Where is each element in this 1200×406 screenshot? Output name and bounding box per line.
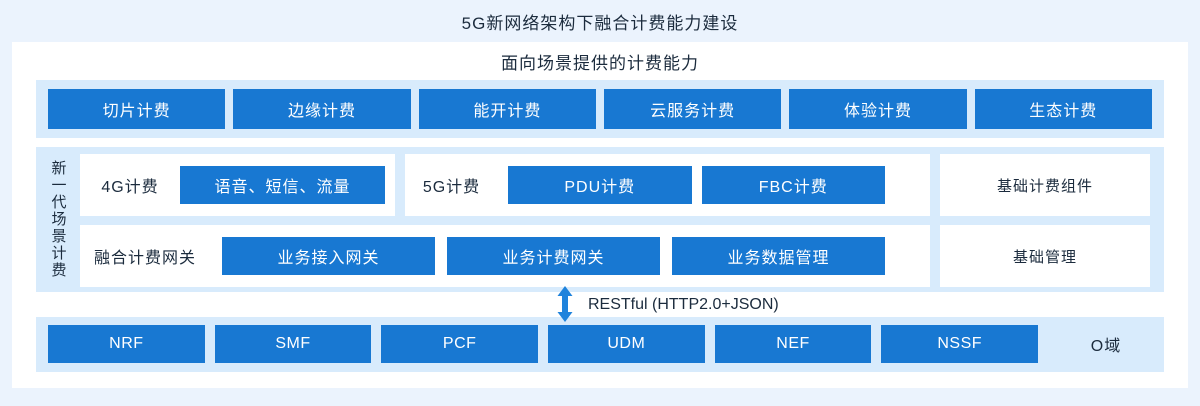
scenario-billing-rows: 4G计费 语音、短信、流量 5G计费 PDU计费 FBC计费 基础计费组件 融合… (80, 147, 1164, 292)
capabilities-section-title: 面向场景提供的计费能力 (501, 53, 699, 73)
scenario-billing-panel: 新一代场景计费 4G计费 语音、短信、流量 5G计费 PDU计费 FBC计费 基… (36, 147, 1164, 292)
node-service-access-gateway: 业务接入网关 (222, 237, 435, 275)
node-pcf: PCF (381, 325, 539, 363)
box-base-management: 基础管理 (940, 225, 1150, 287)
capability-node-cloud-service-billing: 云服务计费 (603, 89, 782, 129)
billing-row-2: 融合计费网关 业务接入网关 业务计费网关 业务数据管理 基础管理 (80, 225, 1150, 287)
architecture-diagram-panel: 面向场景提供的计费能力 切片计费 边缘计费 能开计费 云服务计费 体验计费 生态… (12, 42, 1188, 388)
node-nssf: NSSF (881, 325, 1039, 363)
node-udm: UDM (548, 325, 705, 363)
capability-node-slice-billing: 切片计费 (48, 89, 226, 129)
node-nrf: NRF (48, 325, 205, 363)
capabilities-strip: 切片计费 边缘计费 能开计费 云服务计费 体验计费 生态计费 (36, 80, 1164, 138)
node-smf: SMF (214, 325, 372, 363)
connector-band: RESTful (HTTP2.0+JSON) (36, 286, 1164, 322)
group-5g-label: 5G计费 (422, 179, 481, 196)
network-functions-strip: NRF SMF PCF UDM NEF NSSF O域 (36, 317, 1164, 372)
capability-node-openability-billing: 能开计费 (418, 89, 596, 129)
o-domain-label: O域 (1090, 338, 1122, 355)
box-base-billing-component: 基础计费组件 (940, 154, 1150, 216)
page-title: 5G新网络架构下融合计费能力建设 (461, 13, 739, 33)
double-arrow-icon (557, 286, 573, 322)
group-4g-label: 4G计费 (101, 179, 159, 196)
group-converged-billing-gateway: 融合计费网关 业务接入网关 业务计费网关 业务数据管理 (80, 225, 930, 287)
capability-node-edge-billing: 边缘计费 (233, 89, 411, 129)
node-pdu-billing: PDU计费 (508, 166, 692, 204)
group-5g-billing: 5G计费 PDU计费 FBC计费 (405, 154, 930, 216)
billing-row-1: 4G计费 语音、短信、流量 5G计费 PDU计费 FBC计费 基础计费组件 (80, 154, 1150, 216)
node-voice-sms-data: 语音、短信、流量 (180, 166, 385, 204)
node-nef: NEF (714, 325, 872, 363)
restful-protocol-label: RESTful (HTTP2.0+JSON) (588, 296, 779, 313)
capability-node-ecosystem-billing: 生态计费 (974, 89, 1152, 129)
node-service-data-management: 业务数据管理 (672, 237, 885, 275)
capability-node-experience-billing: 体验计费 (789, 89, 967, 129)
group-gateway-label: 融合计费网关 (93, 250, 196, 267)
node-fbc-billing: FBC计费 (701, 166, 885, 204)
group-4g-billing: 4G计费 语音、短信、流量 (80, 154, 395, 216)
node-service-billing-gateway: 业务计费网关 (447, 237, 660, 275)
scenario-billing-side-label: 新一代场景计费 (49, 160, 67, 279)
